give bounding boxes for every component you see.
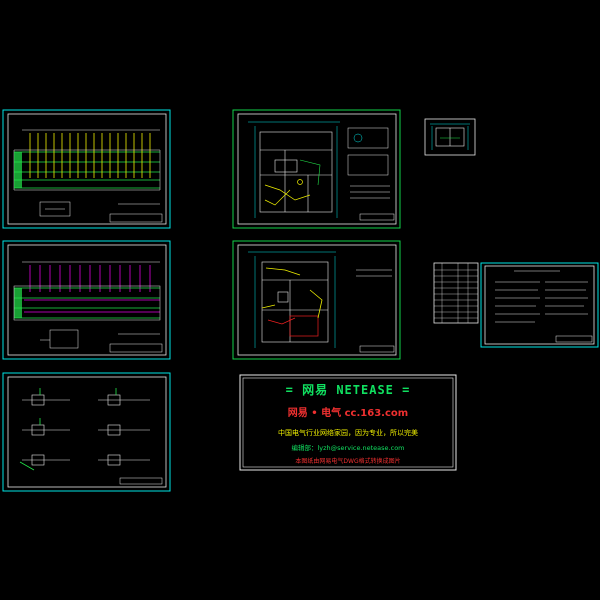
banner-contact[interactable]: 编辑部：lyzh@service.netease.com (291, 444, 405, 452)
sheet-design-notes (480, 262, 599, 348)
sheet-key-plan (424, 118, 476, 156)
banner-slogan: 中国电气行业网络家园，因为专业，所以完美 (278, 429, 418, 437)
sheet-distribution-diagram-2 (2, 240, 171, 360)
banner-site[interactable]: 网易 • 电气 cc.163.com (287, 408, 409, 419)
sheet-riser-details (2, 372, 171, 492)
sheet-material-table (433, 262, 479, 324)
sheet-floor-plan-1 (232, 109, 401, 229)
banner-title: = 网易 NETEASE = (285, 383, 411, 397)
sheet-floor-plan-2 (232, 240, 401, 360)
sheet-distribution-diagram-1 (2, 109, 171, 229)
banner-notice: 本图纸由网易电气DWG格式转换成图片 (295, 458, 401, 465)
netease-banner-frame (239, 374, 457, 471)
